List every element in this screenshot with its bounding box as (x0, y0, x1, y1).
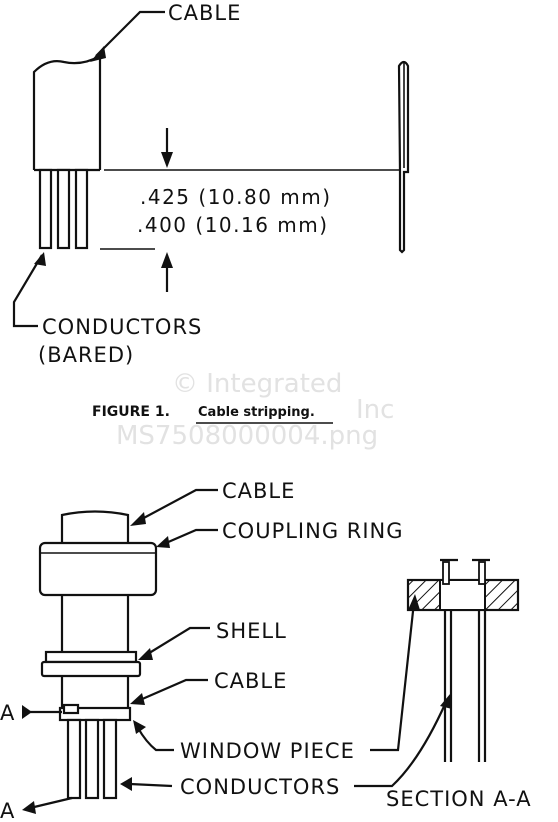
section-line-bottom (29, 796, 73, 810)
dimension-arrow-up (161, 252, 173, 268)
section-conductor-leader (354, 701, 448, 788)
section-marker-bottom: A (0, 799, 15, 822)
watermark: © Integrated Inc MS7508000004.png (116, 369, 394, 451)
shell-upper-band (44, 650, 138, 664)
conductors-label-2: CONDUCTORS (180, 775, 340, 799)
conductor-side-view (397, 60, 410, 254)
figure-2-conductors (66, 718, 118, 800)
bared-label: (BARED) (38, 343, 134, 367)
cable-top (60, 510, 130, 545)
coupling-ring-label: COUPLING RING (222, 519, 404, 543)
cable-mid-label: CABLE (214, 669, 287, 693)
conductors-label: CONDUCTORS (42, 315, 202, 339)
conductors-leader (12, 254, 43, 328)
cable-mid (60, 676, 130, 712)
shell-lower-band (40, 660, 142, 678)
caption-text: Cable stripping. (198, 405, 315, 420)
conductors-arrowhead (34, 252, 46, 266)
dimension-max: .425 (10.80 mm) (140, 185, 332, 209)
coupling-ring-arrowhead (156, 536, 170, 548)
shell-arrowhead (138, 648, 153, 660)
section-cavity (439, 579, 486, 611)
shell-leader (145, 626, 210, 656)
dimension-arrow-down (161, 152, 173, 168)
section-a-a-label: SECTION A-A (386, 787, 532, 811)
coupling-ring (38, 541, 158, 597)
section-window-leader (370, 601, 416, 752)
cable-top-arrowhead (130, 512, 146, 526)
window-piece-tab (62, 703, 80, 715)
cable-top-leader (139, 488, 218, 521)
section-a-a-view: SECTION A-A (386, 558, 532, 811)
watermark-line-1: © Integrated (172, 369, 342, 399)
caption-number: FIGURE 1. (92, 404, 170, 420)
cable-leader (95, 10, 165, 57)
section-pin-head-left (442, 561, 450, 585)
conductors-leader-2 (129, 782, 173, 788)
cable-label: CABLE (168, 1, 241, 25)
shell-label: SHELL (216, 619, 287, 643)
section-pin-head-right (478, 561, 486, 585)
window-piece-arrowhead (133, 720, 146, 734)
cable-top-label: CABLE (222, 479, 295, 503)
section-arrow-top (22, 705, 32, 719)
figure-1-cable-stripping: CABLE .425 (10.80 mm) .400 (10.16 mm) CO… (12, 1, 410, 367)
coupling-ring-leader (165, 528, 218, 545)
cable-mid-arrowhead (130, 693, 145, 705)
cable-arrowhead (90, 46, 106, 62)
section-arrow-bottom (22, 801, 36, 814)
connector-body (60, 595, 130, 652)
watermark-line-2: Inc (356, 395, 394, 425)
bared-conductors (38, 168, 89, 250)
figure-2-connector-assembly: A A CABLE COUPLING RING SHELL CABLE WIND… (0, 479, 452, 822)
section-marker-top: A (0, 701, 15, 725)
watermark-line-3: MS7508000004.png (116, 421, 378, 451)
window-piece-label: WINDOW PIECE (180, 739, 355, 763)
cable-mid-leader (139, 678, 208, 702)
figure-1-caption: FIGURE 1. Cable stripping. (92, 404, 333, 424)
conductors-arrowhead-2 (120, 777, 132, 791)
window-piece-leader (137, 727, 174, 752)
cable-body (32, 54, 102, 170)
dimension-min: .400 (10.16 mm) (137, 213, 329, 237)
